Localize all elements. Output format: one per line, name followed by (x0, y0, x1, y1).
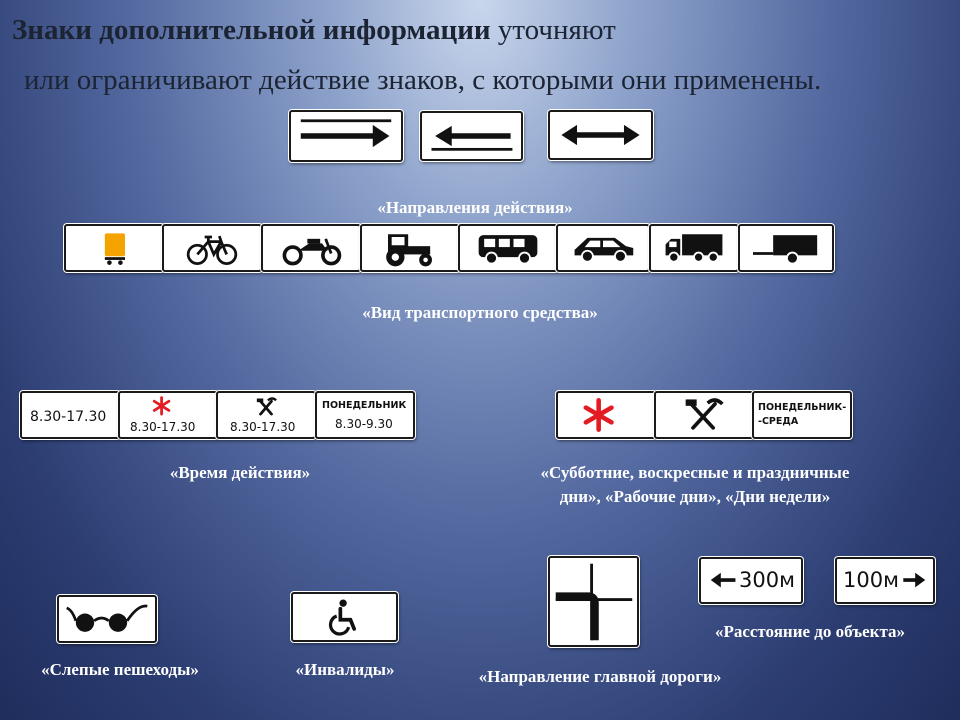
sign-direction-both (548, 110, 653, 160)
sign-distance-right: 100м (835, 557, 935, 604)
sign-vehicle-hazard (64, 224, 164, 272)
sign-time-holiday: 8.30-17.30 (118, 391, 218, 439)
hammer-pick-icon (256, 397, 277, 416)
caption-disabled: «Инвалиды» (295, 660, 395, 679)
page-title: Знаки дополнительной информации уточняют (12, 14, 616, 47)
holiday-star-icon (152, 396, 171, 416)
sign-direction-right (289, 110, 403, 162)
tractor-icon (386, 234, 432, 267)
sign-vehicle-bus (458, 224, 558, 272)
caption-days-line2: дни», «Рабочие дни», «Дни недели» (559, 487, 831, 506)
sign-time-1: 8.30-17.30 (20, 391, 120, 439)
holiday-star-large-icon (583, 398, 614, 432)
caption-distance: «Расстояние до объекта» (714, 622, 906, 641)
trailer-icon (753, 235, 818, 265)
sign-day-workday (654, 391, 754, 439)
arrow-right-icon (300, 119, 392, 148)
page-subtitle: или ограничивают действие знаков, с кото… (24, 64, 822, 96)
sign-time-workday: 8.30-17.30 (216, 391, 316, 439)
glasses-icon (66, 604, 148, 632)
hazard-cargo-icon (104, 233, 125, 265)
car-icon (574, 237, 634, 263)
time-text-1: 8.30-17.30 (30, 409, 107, 425)
time-text-4: 8.30-9.30 (335, 417, 393, 431)
bus-icon (478, 235, 538, 265)
sign-day-weekdays: ПОНЕДЕЛЬНИК- -СРЕДА (752, 391, 852, 439)
sign-vehicle-bicycle (162, 224, 262, 272)
caption-vehicle: «Вид транспортного средства» (362, 303, 598, 322)
caption-main-road: «Направление главной дороги» (478, 667, 722, 686)
sign-direction-left (420, 111, 523, 161)
truck-icon (665, 234, 723, 263)
title-rest: уточняют (497, 14, 616, 46)
hammer-pick-large-icon (685, 398, 724, 430)
sign-disabled (291, 592, 398, 642)
caption-days: «Субботние, воскресные и праздничные дни… (440, 461, 950, 509)
arrow-left-icon (710, 572, 736, 588)
bicycle-icon (186, 235, 238, 265)
arrow-left-icon (431, 125, 513, 151)
sign-distance-left: 300м (699, 557, 803, 604)
distance-left-text: 300м (739, 568, 795, 592)
sign-vehicle-trailer (738, 224, 834, 272)
wheelchair-icon (329, 599, 356, 636)
weekday-text-1: ПОНЕДЕЛЬНИК- (758, 402, 847, 413)
sign-vehicle-tractor (360, 224, 460, 272)
caption-time: «Время действия» (169, 463, 311, 482)
time-day-text: ПОНЕДЕЛЬНИК (322, 400, 407, 411)
arrow-right-icon (903, 572, 926, 588)
sign-vehicle-truck (649, 224, 739, 272)
caption-blind: «Слепые пешеходы» (41, 660, 199, 679)
weekday-text-2: -СРЕДА (758, 416, 799, 427)
main-road-icon (555, 563, 633, 641)
sign-main-road (548, 556, 639, 647)
sign-vehicle-motorcycle (261, 224, 361, 272)
caption-direction: «Направления действия» (377, 198, 573, 217)
caption-days-line1: «Субботние, воскресные и праздничные (540, 463, 850, 482)
title-bold: Знаки дополнительной информации (12, 14, 491, 46)
arrow-both-icon (561, 124, 640, 146)
distance-right-text: 100м (843, 568, 899, 592)
sign-vehicle-car (556, 224, 650, 272)
time-text-3: 8.30-17.30 (230, 420, 296, 434)
sign-day-holiday (556, 391, 656, 439)
sign-time-monday: ПОНЕДЕЛЬНИК 8.30-9.30 (315, 391, 415, 439)
motorcycle-icon (282, 238, 342, 266)
time-text-2: 8.30-17.30 (130, 420, 196, 434)
sign-blind-pedestrians (57, 595, 157, 643)
